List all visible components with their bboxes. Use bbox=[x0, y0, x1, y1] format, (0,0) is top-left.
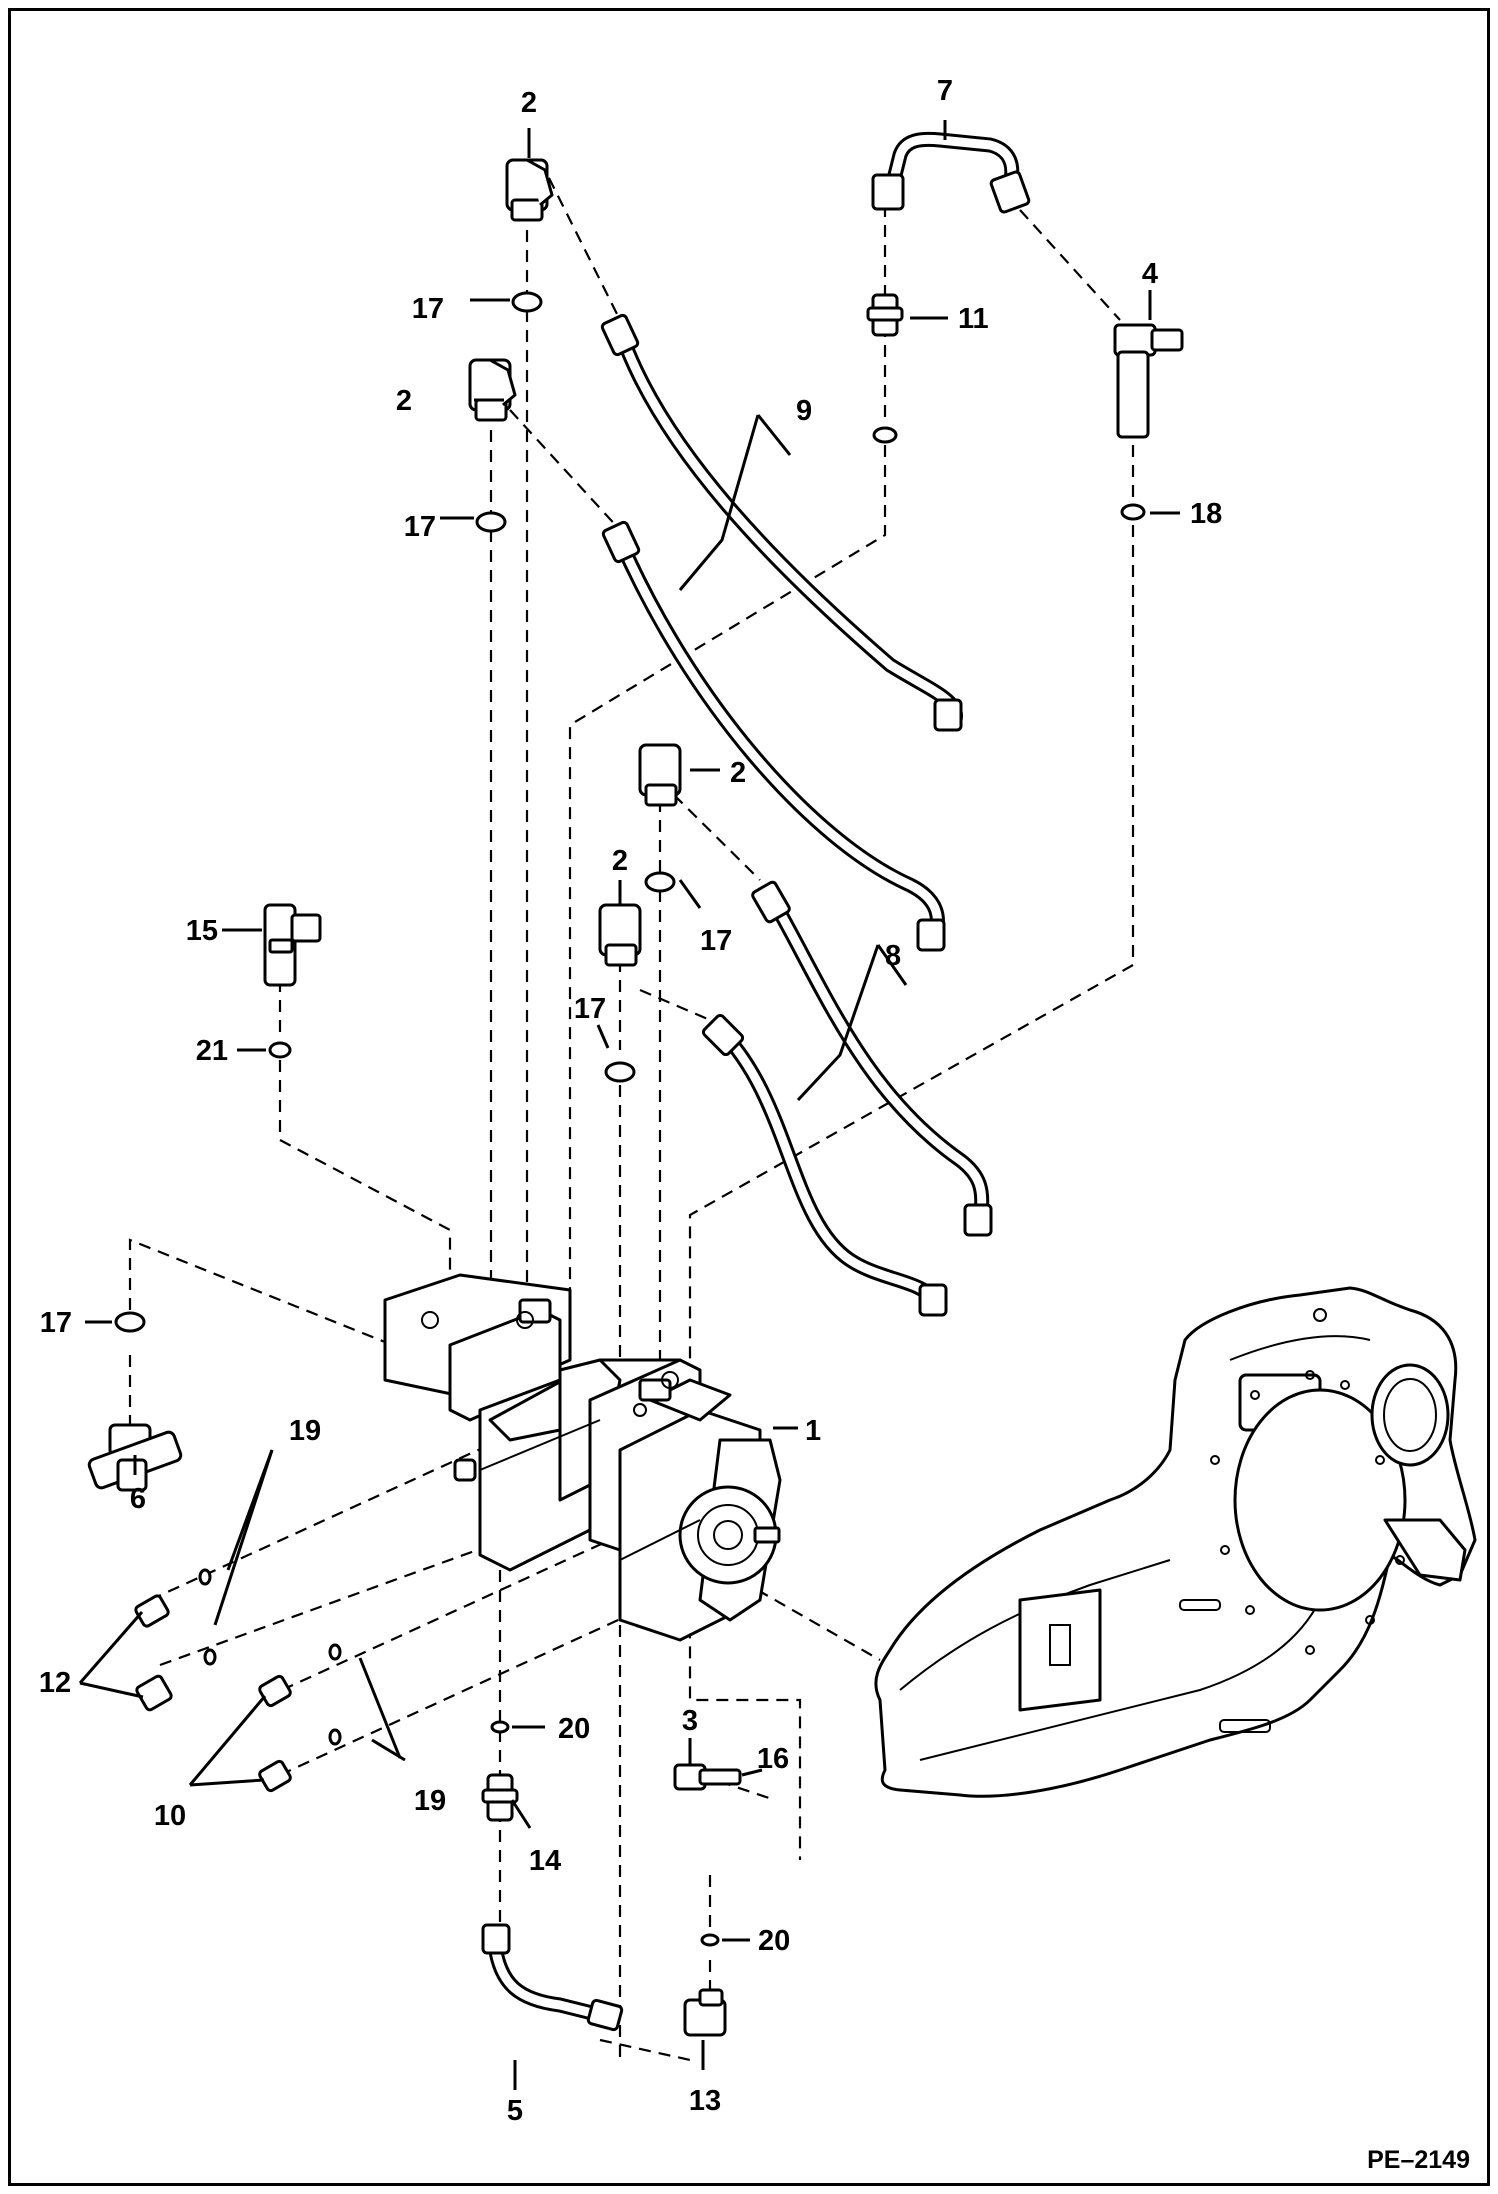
elbow-fitting-2-top bbox=[505, 158, 554, 222]
callout-1: 1 bbox=[805, 1415, 821, 1447]
callout-2-fourth: 2 bbox=[612, 845, 628, 877]
diagram-border bbox=[8, 8, 1490, 2186]
callout-labels: 2 17 2 17 7 11 4 9 18 2 2 17 8 17 15 21 … bbox=[39, 75, 1222, 2127]
callout-16: 16 bbox=[757, 1743, 789, 1775]
callout-2-third: 2 bbox=[730, 757, 746, 789]
callout-3: 3 bbox=[682, 1705, 698, 1737]
housing-bolt-holes bbox=[1210, 1308, 1405, 1655]
callout-17-fourth: 17 bbox=[574, 993, 606, 1025]
plug-fittings-12 bbox=[134, 1594, 173, 1712]
callout-21: 21 bbox=[196, 1035, 228, 1067]
o-rings bbox=[114, 291, 1146, 1947]
callout-19-upper: 19 bbox=[289, 1415, 321, 1447]
callout-19-lower: 19 bbox=[414, 1785, 446, 1817]
callout-4: 4 bbox=[1142, 258, 1158, 290]
callout-10: 10 bbox=[154, 1800, 186, 1832]
callout-11: 11 bbox=[958, 303, 989, 335]
callout-2-second: 2 bbox=[396, 385, 412, 417]
hose-assemblies bbox=[600, 313, 993, 1317]
elbow-fitting-2-fourth bbox=[598, 903, 642, 967]
callout-12: 12 bbox=[39, 1667, 71, 1699]
elbow-fitting-13 bbox=[683, 1988, 727, 2037]
tubes bbox=[481, 131, 1031, 2032]
connector-fitting-11 bbox=[866, 293, 904, 337]
tee-fitting-15 bbox=[263, 903, 322, 987]
callout-18: 18 bbox=[1190, 498, 1222, 530]
leader-lines bbox=[78, 120, 1180, 2090]
elbow-fitting-2-third bbox=[638, 743, 682, 807]
bolt-3-and-washer-16 bbox=[673, 1763, 742, 1791]
callout-9: 9 bbox=[796, 395, 812, 427]
plug-fittings-10 bbox=[258, 1674, 292, 1793]
tee-fitting-4 bbox=[1113, 323, 1184, 439]
figure-reference-number: PE–2149 bbox=[1367, 2146, 1470, 2174]
callout-17-left: 17 bbox=[40, 1307, 72, 1339]
callout-15: 15 bbox=[186, 915, 218, 947]
callout-17-top: 17 bbox=[412, 293, 444, 325]
callout-2-top: 2 bbox=[521, 87, 537, 119]
callout-6: 6 bbox=[130, 1483, 146, 1515]
callout-20-lower: 20 bbox=[758, 1925, 790, 1957]
hydrostatic-pump bbox=[383, 1273, 782, 1642]
callout-13: 13 bbox=[689, 2085, 721, 2117]
elbow-fitting-2-second bbox=[468, 358, 517, 422]
callout-20-upper: 20 bbox=[558, 1713, 590, 1745]
callout-14: 14 bbox=[529, 1845, 561, 1877]
connector-fitting-14 bbox=[481, 1773, 519, 1822]
callout-5: 5 bbox=[507, 2095, 523, 2127]
callout-8: 8 bbox=[885, 940, 901, 972]
flywheel-housing bbox=[874, 1286, 1477, 1798]
callout-7: 7 bbox=[937, 75, 953, 107]
callout-17-second: 17 bbox=[404, 511, 436, 543]
callout-17-third: 17 bbox=[700, 925, 732, 957]
